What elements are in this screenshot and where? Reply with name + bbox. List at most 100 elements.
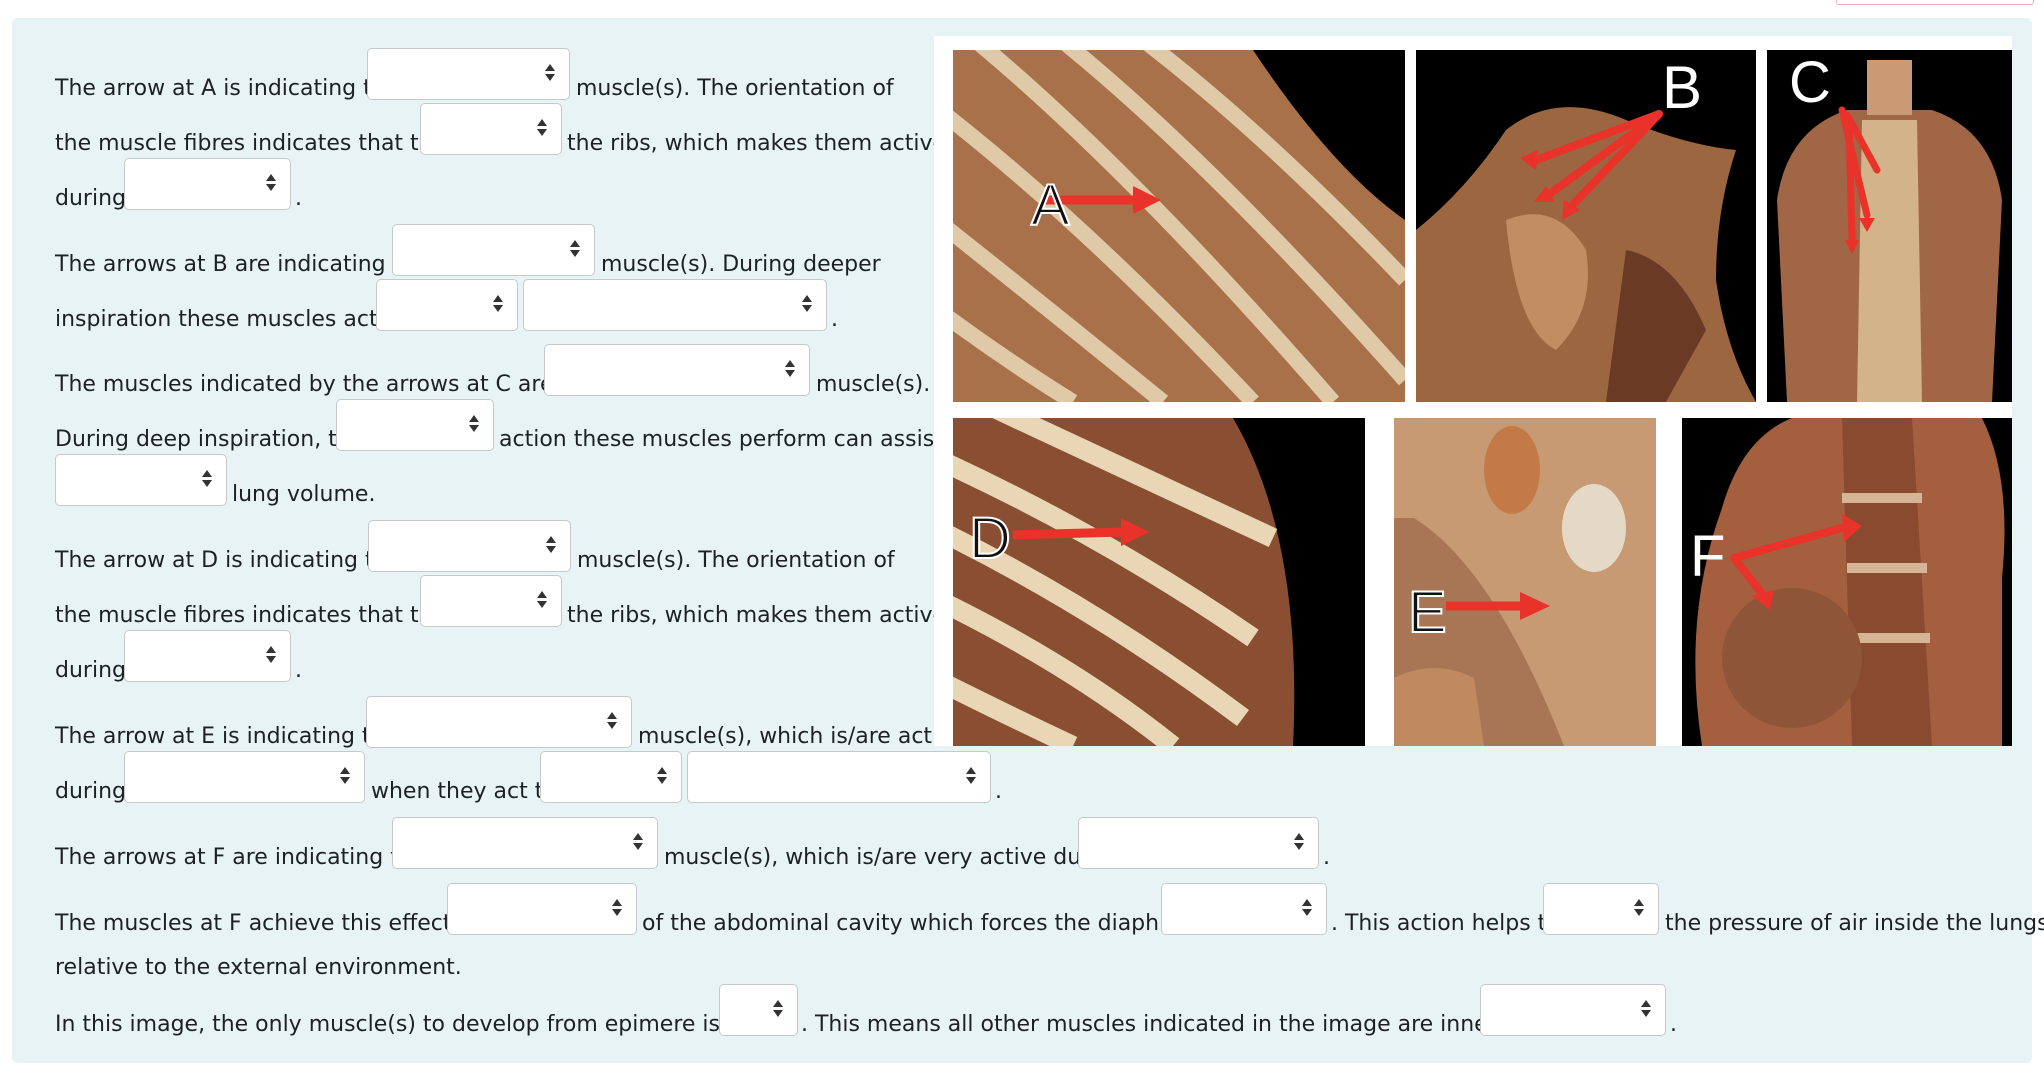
q3-text: During deep inspiration, the	[55, 427, 365, 452]
anatomy-image: A B	[934, 36, 2012, 746]
q6-phase-select[interactable]	[1078, 817, 1319, 869]
q7-effect-select[interactable]	[447, 883, 637, 935]
q4-period: .	[295, 658, 302, 683]
chevron-updown-icon	[657, 764, 667, 788]
q3-muscle-select[interactable]	[544, 344, 810, 396]
photo-c-graphic: C	[1767, 50, 2012, 402]
q3-text: The muscles indicated by the arrows at C…	[55, 372, 597, 397]
q6-text: The arrows at F are indicating the	[55, 845, 427, 870]
q3-volume-select[interactable]	[55, 454, 227, 506]
q8-text: In this image, the only muscle(s) to dev…	[55, 1012, 763, 1037]
q1-phase-select[interactable]	[124, 158, 291, 210]
q7-text: relative to the external environment.	[55, 955, 462, 980]
photo-d-intercostals: D	[953, 418, 1365, 746]
q3-action-select[interactable]	[336, 399, 494, 451]
q4-phase-select[interactable]	[124, 630, 291, 682]
q1-muscle-select[interactable]	[367, 48, 570, 100]
q2-target-select[interactable]	[523, 279, 827, 331]
q4-muscle-select[interactable]	[368, 520, 571, 572]
chevron-updown-icon	[785, 357, 795, 381]
label-b: B	[1662, 54, 1702, 121]
q2-action-select[interactable]	[376, 279, 518, 331]
chevron-updown-icon	[340, 764, 350, 788]
chevron-updown-icon	[266, 643, 276, 667]
q1-orientation-select[interactable]	[420, 103, 562, 155]
chevron-updown-icon	[493, 292, 503, 316]
chevron-updown-icon	[1634, 896, 1644, 920]
q5-text: muscle(s), which is/are active	[638, 724, 965, 749]
q7-diaphragm-select[interactable]	[1161, 883, 1327, 935]
q1-text: the ribs, which makes them active	[567, 131, 947, 156]
photo-e-graphic: E	[1394, 418, 1656, 746]
q5-muscle-select[interactable]	[366, 696, 632, 748]
q1-text: muscle(s). The orientation of	[576, 76, 894, 101]
q2-period: .	[831, 307, 838, 332]
q5-text: during	[55, 779, 126, 804]
label-a: A	[1031, 173, 1070, 238]
q6-period: .	[1323, 845, 1330, 870]
label-c: C	[1789, 50, 1831, 115]
q1-period: .	[295, 186, 302, 211]
chevron-updown-icon	[607, 709, 617, 733]
q5-phase-select[interactable]	[124, 751, 365, 803]
q5-text: The arrow at E is indicating the	[55, 724, 399, 749]
q5-text: when they act to	[371, 779, 557, 804]
top-right-box	[1836, 0, 2034, 5]
q2-text: inspiration these muscles act to	[55, 307, 407, 332]
chevron-updown-icon	[1294, 830, 1304, 854]
q6-text: muscle(s), which is/are very active duri…	[664, 845, 1125, 870]
q3-text: muscle(s).	[816, 372, 931, 397]
chevron-updown-icon	[202, 467, 212, 491]
photo-f-graphic: F	[1682, 418, 2012, 746]
label-f: F	[1690, 524, 1725, 589]
q3-text: action these muscles perform can assist …	[499, 427, 970, 452]
q4-text: muscle(s). The orientation of	[577, 548, 895, 573]
chevron-updown-icon	[612, 896, 622, 920]
label-e: E	[1408, 580, 1447, 645]
chevron-updown-icon	[545, 61, 555, 85]
q7-text: the pressure of air inside the lungs	[1665, 911, 2044, 936]
q4-text: during	[55, 658, 126, 683]
chevron-updown-icon	[1302, 896, 1312, 920]
q8-innervation-select[interactable]	[1480, 984, 1666, 1036]
q5-target-select[interactable]	[687, 751, 991, 803]
photo-b-graphic: B	[1416, 50, 1756, 402]
chevron-updown-icon	[546, 533, 556, 557]
q8-epimere-select[interactable]	[719, 984, 798, 1036]
chevron-updown-icon	[537, 116, 547, 140]
q3-text: lung volume.	[232, 482, 376, 507]
photo-b-scalenes: B	[1416, 50, 1756, 402]
label-d: D	[969, 506, 1011, 571]
q4-text: The arrow at D is indicating the	[55, 548, 402, 573]
q2-text: The arrows at B are indicating the	[55, 252, 429, 277]
q1-text: The arrow at A is indicating the	[55, 76, 400, 101]
photo-a-intercostals: A	[953, 50, 1405, 402]
q2-text: muscle(s). During deeper	[601, 252, 881, 277]
chevron-updown-icon	[469, 412, 479, 436]
q4-orientation-select[interactable]	[420, 575, 562, 627]
photo-a-graphic: A	[953, 50, 1405, 402]
q8-period: .	[1670, 1012, 1677, 1037]
chevron-updown-icon	[802, 292, 812, 316]
q7-text: of the abdominal cavity which forces the…	[642, 911, 1218, 936]
photo-d-graphic: D	[953, 418, 1365, 746]
q7-text: The muscles at F achieve this effect by	[55, 911, 486, 936]
chevron-updown-icon	[537, 588, 547, 612]
chevron-updown-icon	[1641, 997, 1651, 1021]
q1-text: during	[55, 186, 126, 211]
chevron-updown-icon	[570, 237, 580, 261]
chevron-updown-icon	[773, 997, 783, 1021]
q7-text: . This action helps to	[1331, 911, 1560, 936]
chevron-updown-icon	[966, 764, 976, 788]
photo-c-back-muscles: C	[1767, 50, 2012, 402]
q8-text: . This means all other muscles indicated…	[801, 1012, 1594, 1037]
q2-muscle-select[interactable]	[392, 224, 595, 276]
photo-f-abdominals: F	[1682, 418, 2012, 746]
chevron-updown-icon	[266, 171, 276, 195]
q5-action-select[interactable]	[540, 751, 682, 803]
q6-muscle-select[interactable]	[392, 817, 658, 869]
q4-text: the ribs, which makes them active	[567, 603, 947, 628]
q7-pressure-select[interactable]	[1543, 883, 1659, 935]
q5-period: .	[995, 779, 1002, 804]
chevron-updown-icon	[633, 830, 643, 854]
